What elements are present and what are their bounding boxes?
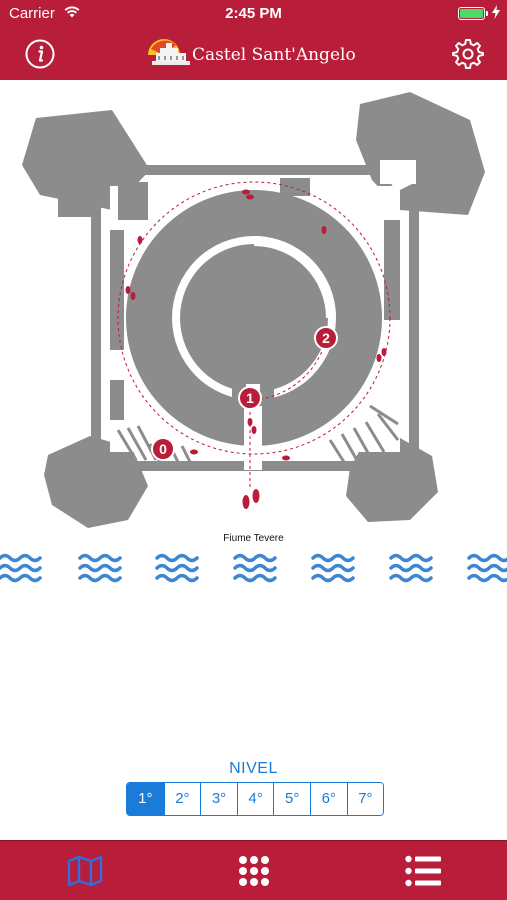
wave-icon-4: [233, 553, 277, 583]
brand-logo: Castel Sant'Angelo: [146, 35, 376, 73]
level-6-segment[interactable]: 6°: [309, 783, 347, 815]
info-icon[interactable]: [24, 38, 56, 70]
wifi-icon: [64, 6, 80, 18]
level-selector-title: NIVEL: [229, 760, 278, 777]
tab-list[interactable]: [338, 841, 507, 900]
river-label: Fiume Tevere: [223, 533, 284, 544]
tab-map[interactable]: [0, 841, 169, 900]
level-3-segment[interactable]: 3°: [200, 783, 237, 815]
carrier-label: Carrier: [9, 5, 55, 22]
level-2-segment[interactable]: 2°: [163, 783, 201, 815]
charging-icon: [492, 5, 500, 19]
wave-icon-1: [0, 553, 42, 583]
battery-icon: [458, 7, 488, 20]
bastion-top-right: [356, 92, 485, 215]
castle-floor-map[interactable]: 0 1 2: [0, 80, 507, 550]
wave-icon-7: [467, 553, 507, 583]
map-icon: [67, 855, 102, 887]
status-bar: Carrier 2:45 PM: [0, 0, 507, 28]
level-selector: 1° 2° 3° 4° 5° 6° 7°: [126, 782, 385, 816]
level-1-segment[interactable]: 1°: [127, 783, 164, 815]
tab-grid[interactable]: [169, 841, 338, 900]
level-5-segment[interactable]: 5°: [273, 783, 310, 815]
marker-2: [314, 326, 338, 350]
marker-1: [238, 386, 262, 410]
castle-logo-icon: [148, 39, 190, 65]
marker-1-label: 1: [246, 390, 254, 406]
gear-icon[interactable]: [451, 37, 485, 71]
wave-icon-5: [311, 553, 355, 583]
level-4-segment[interactable]: 4°: [236, 783, 274, 815]
grid-icon: [238, 856, 269, 886]
floor-plan: 0 1 2: [22, 92, 485, 528]
status-time: 2:45 PM: [225, 5, 282, 22]
wave-icon-2: [78, 553, 122, 583]
marker-2-label: 2: [322, 330, 330, 346]
river-waves: [0, 553, 507, 583]
list-icon: [404, 855, 441, 887]
bastion-bottom-left: [44, 436, 148, 528]
marker-0-label: 0: [159, 441, 167, 457]
wave-icon-3: [155, 553, 199, 583]
app-title: Castel Sant'Angelo: [192, 45, 356, 65]
marker-0: [151, 437, 175, 461]
wave-icon-6: [389, 553, 433, 583]
level-7-segment[interactable]: 7°: [346, 783, 384, 815]
tab-bar: [0, 840, 507, 900]
nav-bar: Castel Sant'Angelo: [0, 28, 507, 80]
